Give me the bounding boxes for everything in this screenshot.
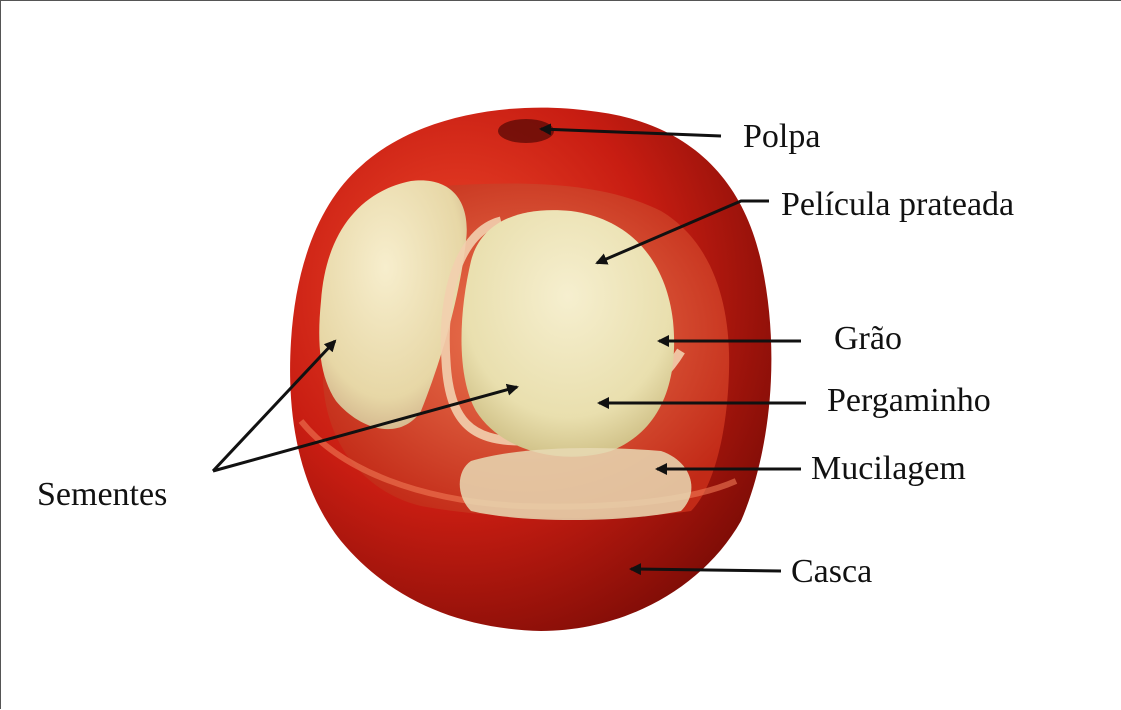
mucilagem-shape (460, 448, 692, 520)
label-casca: Casca (791, 553, 872, 590)
grao-shape (461, 210, 674, 457)
label-pelicula-prateada: Película prateada (781, 186, 1014, 223)
label-pergaminho: Pergaminho (827, 382, 991, 419)
coffee-cherry (290, 108, 771, 631)
label-grao: Grão (834, 320, 902, 357)
polpa-dark-spot (498, 119, 554, 143)
label-mucilagem: Mucilagem (811, 450, 966, 487)
label-sementes: Sementes (37, 476, 167, 513)
arrow-casca (631, 569, 781, 571)
label-polpa: Polpa (743, 118, 820, 155)
